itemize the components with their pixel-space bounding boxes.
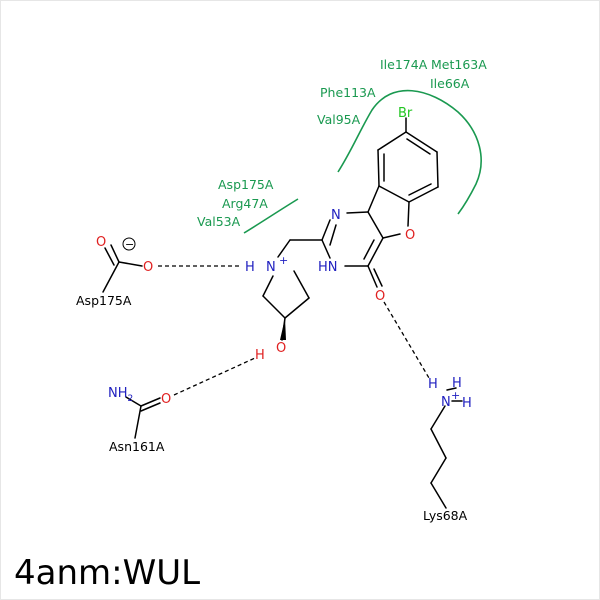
residue-asn161: Asn161A	[109, 439, 165, 454]
stereo-wedge	[280, 318, 286, 340]
hydrogen-bonds	[158, 265, 430, 396]
residue-lys68: Lys68A	[423, 508, 468, 523]
asp-carboxylate-oxygen: O	[143, 260, 153, 275]
hydrophobic-contacts	[243, 89, 482, 234]
lys-nitrogen: N	[441, 395, 451, 410]
lys-h-1: H	[428, 377, 438, 392]
ring-nitrogen: N	[331, 208, 341, 223]
diagram-title: 4anm:WUL	[14, 553, 200, 593]
label-val95: Val95A	[317, 112, 361, 127]
negative-charge-sign: −	[125, 238, 134, 251]
asn-oxygen: O	[161, 392, 171, 407]
asn-amine: NH2	[108, 386, 133, 404]
hydrophobic-arc-top	[337, 89, 482, 215]
label-asp175-hydrophobic: Asp175A	[218, 177, 274, 192]
carbonyl-oxygen: O	[375, 289, 385, 304]
hydrophobic-labels: Ile174A Met163A Ile66A Phe113A Val95A As…	[197, 57, 487, 229]
hydrophobic-arc-left	[243, 198, 299, 234]
pyrrolidine-charge: +	[279, 254, 288, 267]
ring-nh: HN	[318, 260, 338, 275]
label-met163: Met163A	[431, 57, 487, 72]
hbond-asn161	[173, 357, 256, 396]
hbond-lys68	[383, 301, 430, 379]
residue-labels: Asp175A Asn161A Lys68A	[76, 293, 468, 523]
ligand-bonds	[102, 117, 463, 509]
lys-h-2: H	[452, 376, 462, 391]
hydroxyl-oxygen: O	[276, 341, 286, 356]
bromine-atom: Br	[398, 106, 413, 121]
atom-labels: Br N HN O O H N + H O O O NH2 O H H N + …	[96, 106, 472, 411]
hydroxyl-h: H	[255, 348, 265, 363]
residue-asp175: Asp175A	[76, 293, 132, 308]
label-phe113: Phe113A	[320, 85, 376, 100]
furan-oxygen: O	[405, 228, 415, 243]
label-ile66: Ile66A	[430, 76, 470, 91]
label-val53: Val53A	[197, 214, 241, 229]
label-arg47: Arg47A	[222, 196, 268, 211]
pyrrolidine-h: H	[245, 260, 255, 275]
pyrrolidine-nitrogen: N	[266, 260, 276, 275]
asp-carbonyl-oxygen: O	[96, 235, 106, 250]
label-ile174: Ile174A	[380, 57, 428, 72]
lys-charge: +	[451, 389, 460, 402]
lys-h-3: H	[462, 396, 472, 411]
negative-charge-icon: −	[122, 237, 136, 251]
